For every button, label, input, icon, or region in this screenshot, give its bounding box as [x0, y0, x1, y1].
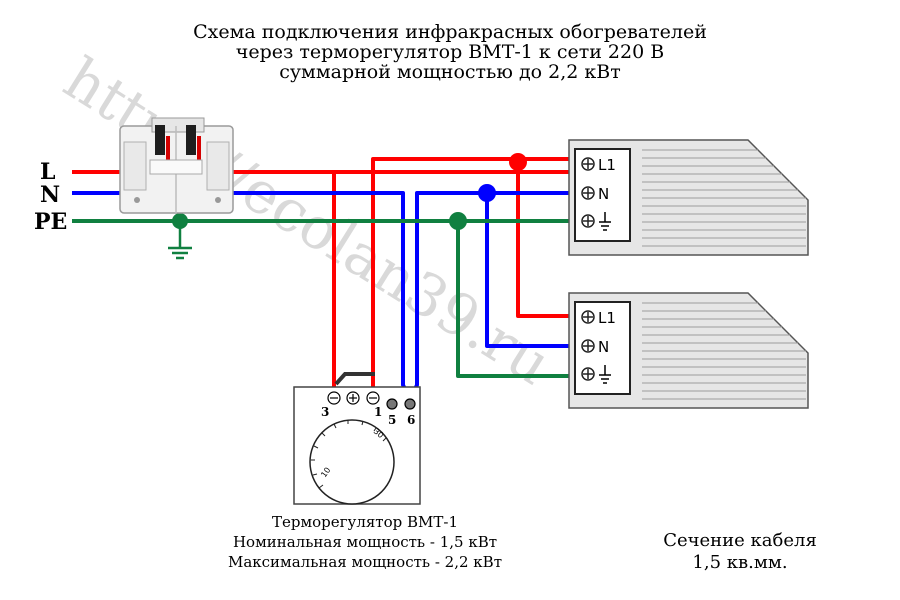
- heater-1: L1 N: [568, 139, 809, 256]
- heater-2-ground-icon: [599, 365, 611, 384]
- diagram-title: Схема подключения инфракрасных обогреват…: [0, 22, 900, 82]
- thermostat-dial: [309, 419, 395, 505]
- junction-ground-rod: [172, 213, 188, 229]
- thermostat-jumper: [334, 372, 375, 386]
- junction-neutral: [478, 184, 496, 202]
- terminal-5-screw: [386, 398, 398, 410]
- title-line-2: через терморегулятор ВМТ-1 к сети 220 В: [235, 41, 665, 63]
- terminal-label-5: 5: [388, 413, 396, 427]
- circuit-breaker: [119, 117, 234, 214]
- heater-2-terminal-n: N: [598, 338, 609, 356]
- title-line-3: суммарной мощностью до 2,2 кВт: [279, 61, 621, 83]
- heater-1-ground-icon: [599, 212, 611, 231]
- label-pe: PE: [34, 209, 67, 235]
- heater-2-terminal-l1: L1: [598, 309, 616, 327]
- thermostat-name: Терморегулятор ВМТ-1: [271, 513, 459, 531]
- earth-ground-icon: [168, 246, 192, 260]
- label-l: L: [40, 159, 55, 185]
- cable-section-note: Сечение кабеля 1,5 кв.мм.: [625, 530, 855, 574]
- wire-ground-to-heater-2: [456, 221, 575, 378]
- terminal-label-1: 1: [374, 405, 382, 419]
- thermostat: 3 1 5 6 10 30: [293, 372, 421, 505]
- cable-section-label: Сечение кабеля: [663, 530, 817, 551]
- heater-1-terminal-n: N: [598, 185, 609, 203]
- terminal-6-screw: [404, 398, 416, 410]
- wire-phase-to-heater-2: [516, 159, 575, 318]
- terminal-label-6: 6: [407, 413, 415, 427]
- thermostat-caption: Терморегулятор ВМТ-1 Номинальная мощност…: [175, 512, 555, 572]
- thermostat-nominal-power: Номинальная мощность - 1,5 кВт: [232, 533, 498, 551]
- title-line-1: Схема подключения инфракрасных обогреват…: [193, 21, 707, 43]
- heater-1-terminal-l1: L1: [598, 156, 616, 174]
- label-n: N: [40, 182, 60, 208]
- thermostat-max-power: Максимальная мощность - 2,2 кВт: [227, 553, 502, 571]
- heater-2: L1 N: [568, 292, 809, 409]
- junction-ground: [449, 212, 467, 230]
- wire-neutral-to-heater-2: [485, 193, 575, 348]
- cable-section-value: 1,5 кв.мм.: [692, 552, 788, 573]
- junction-phase: [509, 153, 527, 171]
- wire-phase-to-thermostat-1: [371, 157, 575, 400]
- terminal-label-3: 3: [321, 405, 329, 419]
